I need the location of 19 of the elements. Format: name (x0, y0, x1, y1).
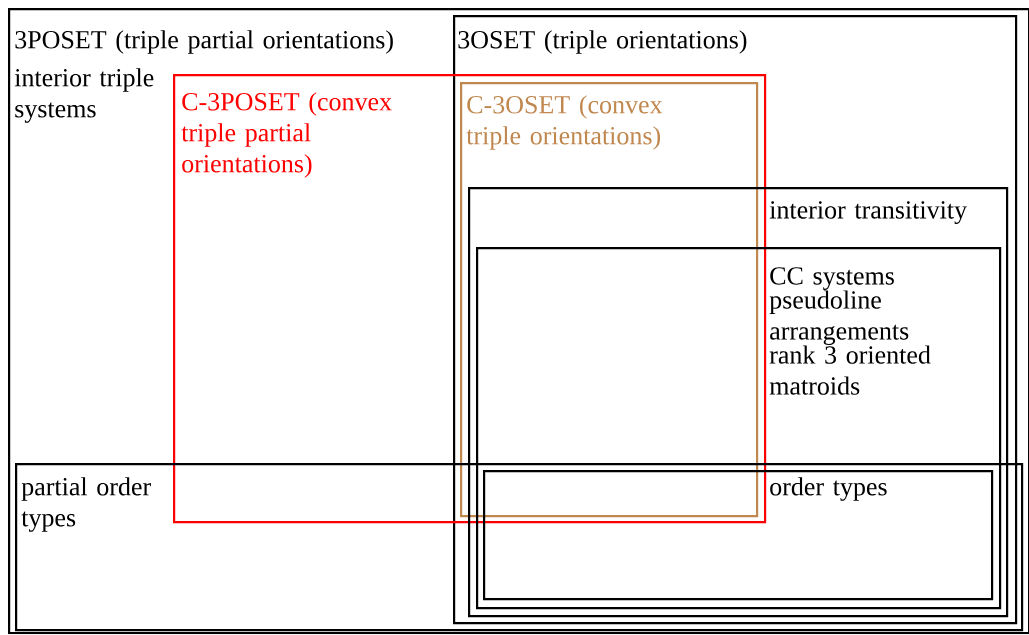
label-text: rank 3 oriented matroids (769, 345, 931, 395)
label-text: order types (770, 477, 887, 501)
set-box (453, 15, 1018, 625)
label-text: 3OSET (triple orientations) (458, 30, 747, 54)
label-text: partial order types (21, 477, 151, 532)
label-text: pseudoline arrangements (769, 290, 909, 346)
set-box (8, 8, 1029, 635)
label-text: C-3OSET (convex triple orientations) (466, 95, 663, 150)
set-box (460, 82, 759, 518)
label-text: interior transitivity (769, 201, 967, 225)
label-text: 3POSET (triple partial orientations) (15, 30, 393, 54)
label-text: C-3POSET (convex triple partial orientations) (181, 92, 392, 178)
set-box (476, 247, 1002, 610)
label-text: CC systems (770, 267, 894, 291)
set-box (15, 463, 1024, 632)
set-box (173, 74, 767, 524)
set-box (483, 470, 994, 601)
label-text: interior triple systems (14, 68, 154, 123)
set-box (468, 187, 1009, 618)
